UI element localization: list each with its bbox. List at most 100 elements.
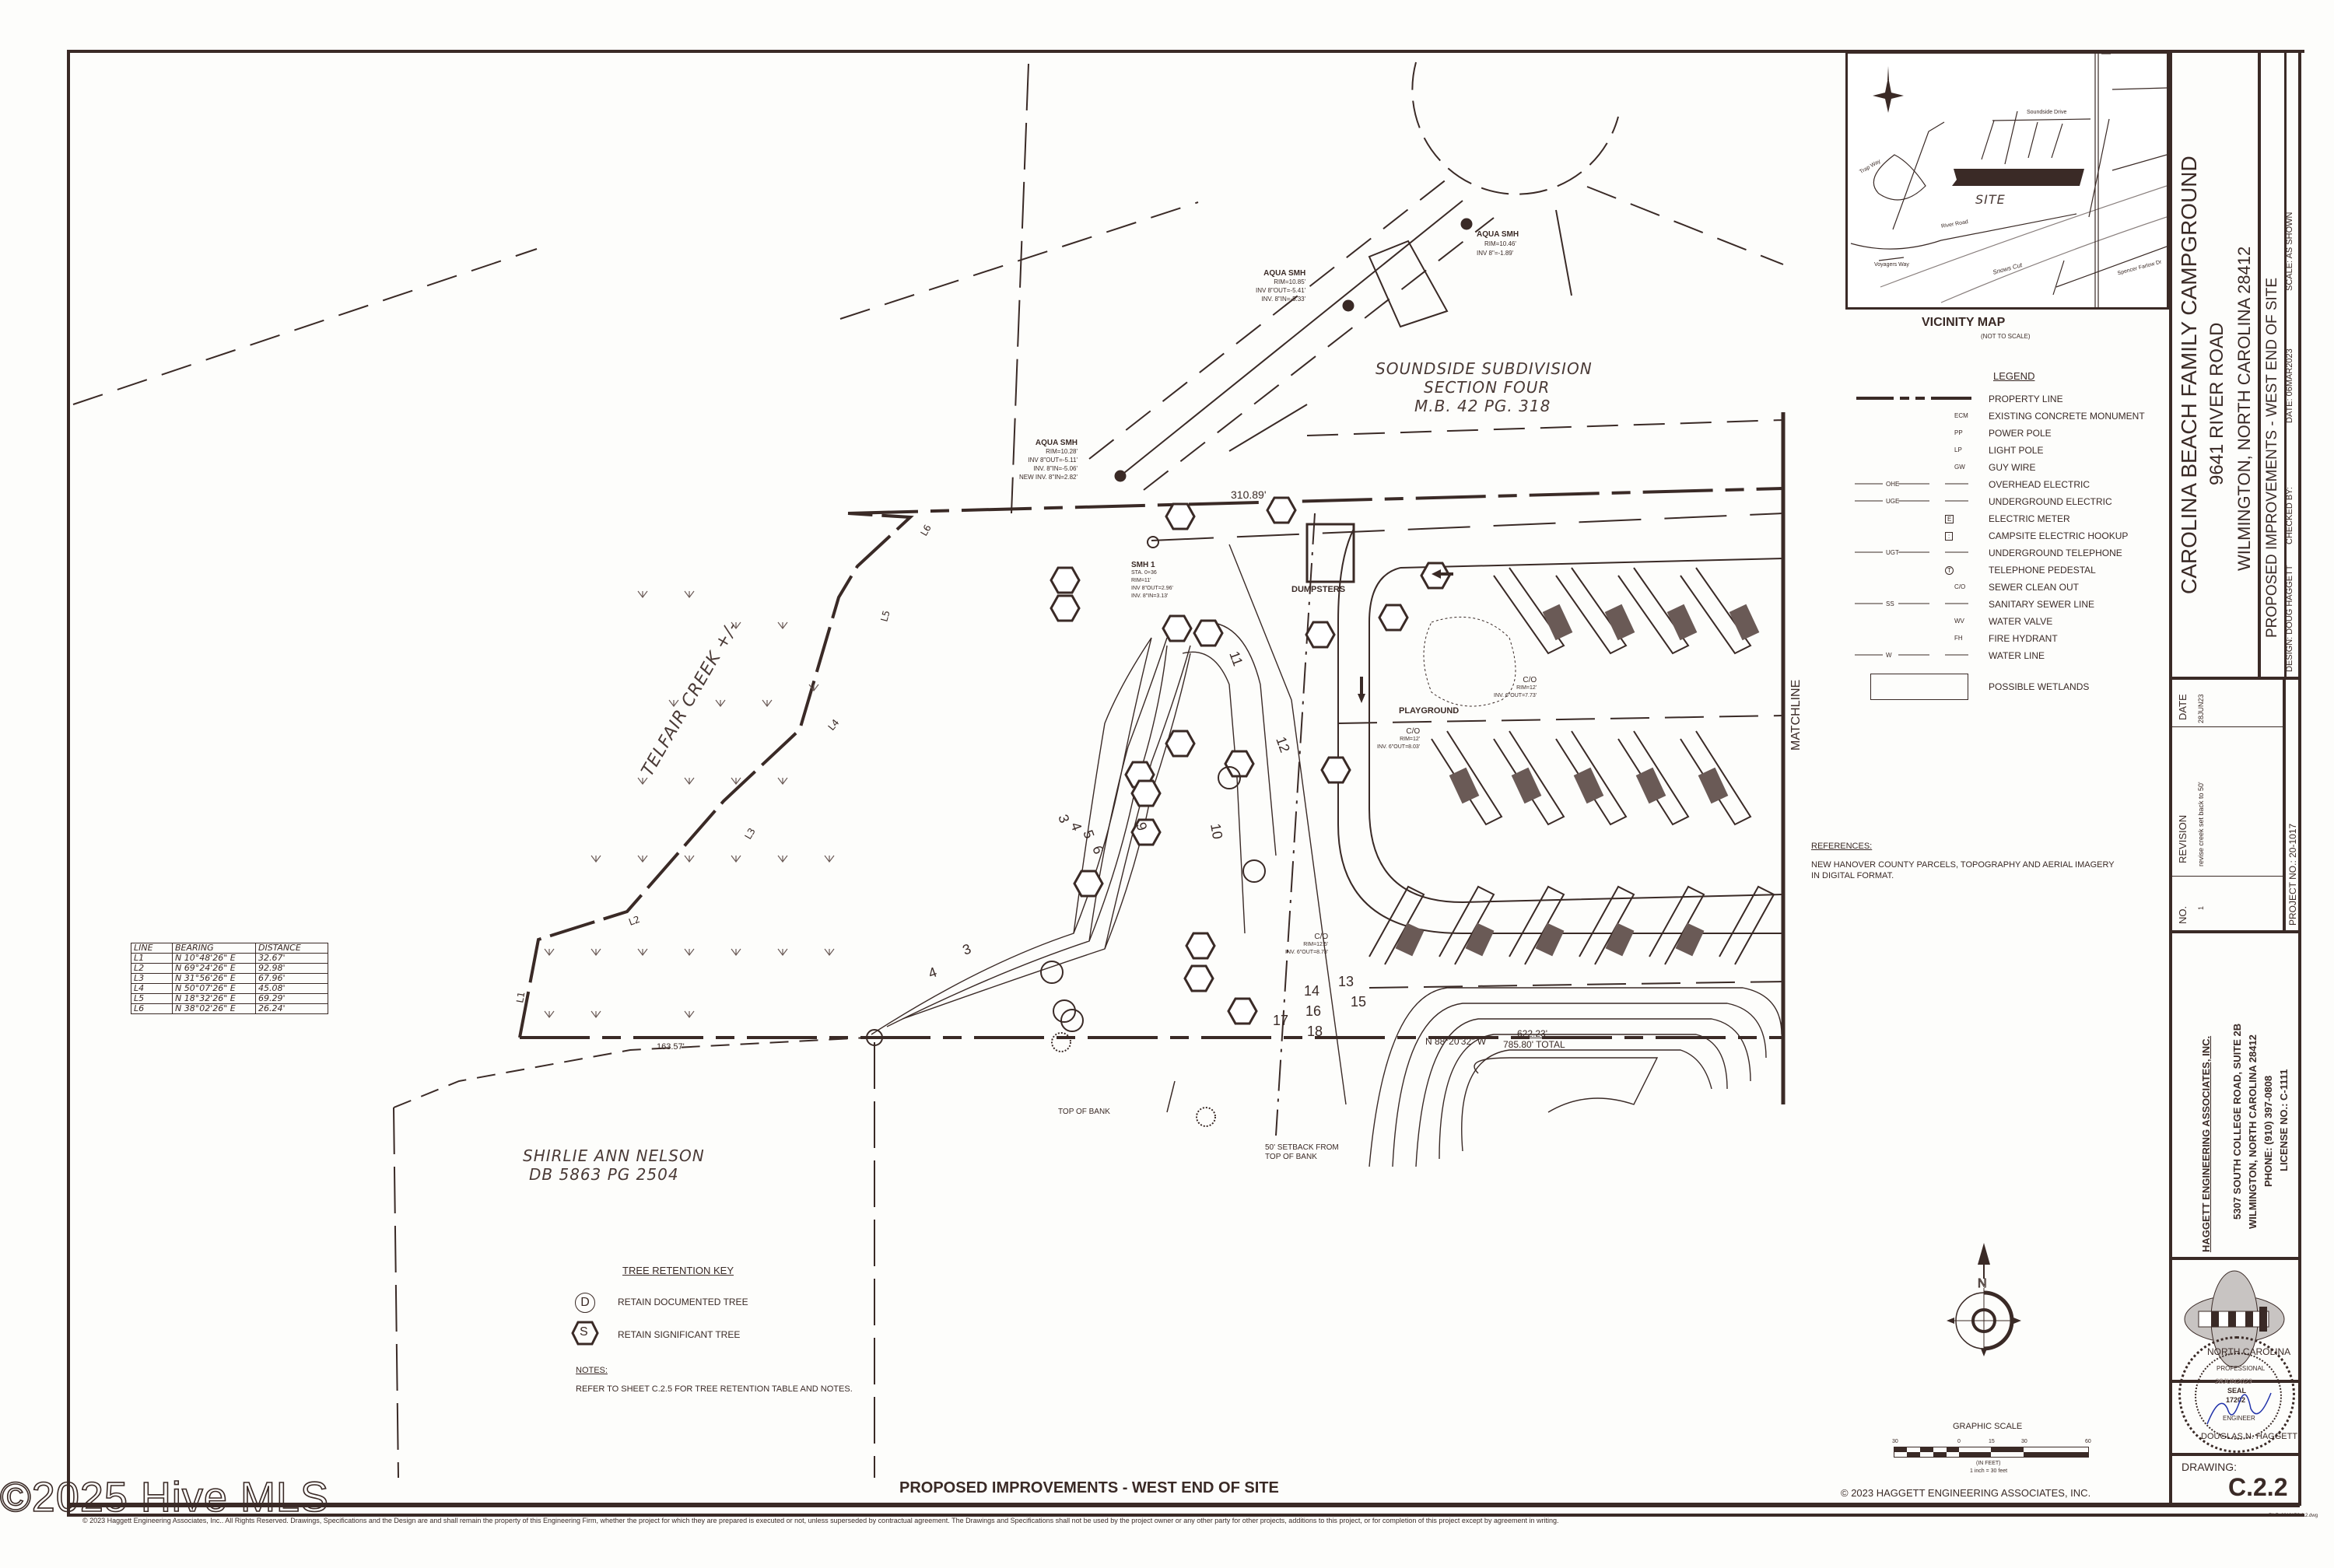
contour-14: 14 [1304, 983, 1319, 999]
svg-text:L2: L2 [627, 914, 641, 928]
nelson-label-1: SHIRLIE ANN NELSON [523, 1146, 705, 1165]
watermark: ©2025 Hive MLS [0, 1473, 329, 1521]
drawing-title: PROPOSED IMPROVEMENTS - WEST END OF SITE [899, 1479, 1279, 1496]
legend-title: LEGEND [1993, 370, 2035, 382]
significant-tree-label: RETAIN SIGNIFICANT TREE [618, 1329, 741, 1340]
engineer-seal: NORTH CAROLINA PROFESSIONAL 28JUN2023 SE… [2178, 1336, 2297, 1453]
legend-item: LIGHT POLE [1989, 445, 2044, 456]
svg-text:3: 3 [961, 941, 973, 958]
project-info-cell: CAROLINA BEACH FAMILY CAMPGROUND 9641 RI… [2172, 50, 2298, 680]
references-title: REFERENCES: [1811, 842, 1873, 851]
notes-text: REFER TO SHEET C.2.5 FOR TREE RETENTION … [576, 1384, 853, 1394]
legend-item: PROPERTY LINE [1989, 394, 2063, 404]
significant-tree [1165, 502, 1196, 530]
design-by: DESIGN: DOUG HAGGETT [2285, 565, 2294, 672]
svg-text:4: 4 [1067, 821, 1085, 833]
legend-item: ELECTRIC METER [1989, 513, 2070, 524]
svg-text:5: 5 [1080, 828, 1097, 841]
svg-text:11: 11 [1226, 649, 1246, 668]
project-name: CAROLINA BEACH FAMILY CAMPGROUND [2177, 156, 2201, 594]
drawing-scale: SCALE: AS SHOWN [2285, 212, 2294, 291]
tree-key-title: TREE RETENTION KEY [622, 1265, 734, 1276]
title-block: CAROLINA BEACH FAMILY CAMPGROUND 9641 RI… [2169, 50, 2301, 1506]
playground-label: PLAYGROUND [1399, 706, 1460, 716]
soundside-label-1: SOUNDSIDE SUBDIVISION [1376, 359, 1593, 378]
graphic-scale-bar [1894, 1447, 2089, 1458]
setback-label-1: 50' SETBACK FROM [1265, 1143, 1339, 1152]
north-label: N [1978, 1277, 1988, 1291]
legend-item: OVERHEAD ELECTRIC [1989, 479, 2090, 490]
table-header-row: LINE BEARING DISTANCE [131, 943, 328, 954]
aqua-smh-callout-west: AQUA SMH RIM=10.28' INV 8"OUT=-5.11' INV… [1019, 439, 1078, 481]
svg-text:L5: L5 [878, 609, 892, 622]
legend-item: CAMPSITE ELECTRIC HOOKUP [1989, 530, 2129, 541]
legend-item: WATER LINE [1989, 650, 2045, 661]
graphic-scale-ratio: 1 inch = 30 feet [1970, 1468, 2008, 1474]
drawing-number: C.2.2 [2228, 1473, 2288, 1501]
contour-13: 13 [1338, 974, 1354, 989]
checked-by: CHECKED BY: [2285, 487, 2294, 544]
references-text-1: NEW HANOVER COUNTY PARCELS, TOPOGRAPHY A… [1811, 860, 2115, 870]
total-distance: 785.80' TOTAL [1503, 1039, 1565, 1050]
drawing-date: DATE: 06MAR2023 [2285, 348, 2294, 423]
svg-text:L3: L3 [742, 826, 757, 841]
drawing-label: DRAWING: [2182, 1461, 2238, 1473]
matchline-label: MATCHLINE [1789, 679, 1803, 751]
references-text-2: IN DIGITAL FORMAT. [1811, 871, 1894, 880]
signature-icon [2206, 1392, 2272, 1425]
wetlands-symbol [1870, 674, 1968, 700]
graphic-scale-title: GRAPHIC SCALE [1953, 1422, 2023, 1431]
revision-table: NO. REVISION DATE 1 revise creek set bac… [2172, 680, 2298, 933]
vicinity-map: SITE Soundside Drive River Road Trap Way… [1845, 51, 2169, 310]
revision-description: revise creek set back to 50' [2197, 782, 2205, 866]
contour-15: 15 [1351, 994, 1366, 1010]
firm-city: WILMINGTON, NORTH CAROLINA 28412 [2247, 1034, 2259, 1229]
firm-info-cell: HAGGETT ENGINEERING ASSOCIATES, INC. 530… [2172, 933, 2298, 1260]
contour-17: 17 [1273, 1013, 1288, 1028]
project-number: PROJECT NO.: 20-1017 [2287, 823, 2298, 926]
svg-text:10: 10 [1207, 822, 1225, 840]
contour-18: 18 [1307, 1024, 1323, 1039]
significant-tree-symbol: S [580, 1325, 588, 1339]
cleanout-callout-1: C/O RIM=12' INV. 6"OUT=7.73' [1494, 676, 1537, 699]
north-distance: 310.89' [1231, 488, 1267, 501]
legend-line-symbols [1855, 483, 1968, 656]
sheet-title: PROPOSED IMPROVEMENTS - WEST END OF SITE [2264, 277, 2280, 638]
cleanout-callout-3: C/O RIM=12.5' INV. 6"OUT=8.73' [1285, 933, 1329, 956]
legend-item: SEWER CLEAN OUT [1989, 582, 2080, 593]
top-of-bank-label: TOP OF BANK [1058, 1108, 1110, 1116]
significant-tree-icon [571, 1321, 599, 1346]
vicinity-voyagers-label: Voyagers Way [1874, 262, 1909, 268]
legend-item: TELEPHONE PEDESTAL [1989, 565, 2096, 576]
svg-text:L1: L1 [514, 991, 527, 1004]
legend-item: GUY WIRE [1989, 462, 2036, 473]
aqua-smh-callout-east: AQUA SMH RIM=10.46' INV 8"=-1.89' [1477, 230, 1519, 257]
soundside-label-3: M.B. 42 PG. 318 [1414, 397, 1551, 415]
north-arrow-icon [1947, 1243, 2021, 1356]
vicinity-site-label: SITE [1975, 192, 2006, 207]
south-bearing: N 88°20'32" W [1425, 1036, 1487, 1047]
legend-item: EXISTING CONCRETE MONUMENT [1989, 411, 2145, 422]
legend-item: SANITARY SEWER LINE [1989, 599, 2095, 610]
file-name: FILE: 201017C.2.2.dwg [2269, 1514, 2318, 1518]
setback-label-2: TOP OF BANK [1265, 1153, 1317, 1161]
legend-item: WATER VALVE [1989, 616, 2053, 627]
vicinity-soundside-label: Soundside Drive [2027, 110, 2067, 115]
nelson-label-2: DB 5863 PG 2504 [529, 1165, 679, 1184]
smh-1-callout: SMH 1 STA. 0+36 RIM=11' INV 8"OUT=2.96' … [1131, 561, 1173, 600]
project-city: WILMINGTON, NORTH CAROLINA 28412 [2234, 246, 2254, 571]
legend-item: UNDERGROUND TELEPHONE [1989, 548, 2122, 558]
cleanout-callout-2: C/O RIM=12' INV. 6"OUT=8.03' [1377, 727, 1421, 751]
legend-item: POSSIBLE WETLANDS [1989, 681, 2090, 692]
svg-text:4: 4 [927, 964, 939, 982]
vicinity-map-title: VICINITY MAP [1922, 316, 2006, 329]
legend-item: UNDERGROUND ELECTRIC [1989, 496, 2112, 507]
firm-license: LICENSE NO.: C-1111 [2278, 1069, 2290, 1172]
